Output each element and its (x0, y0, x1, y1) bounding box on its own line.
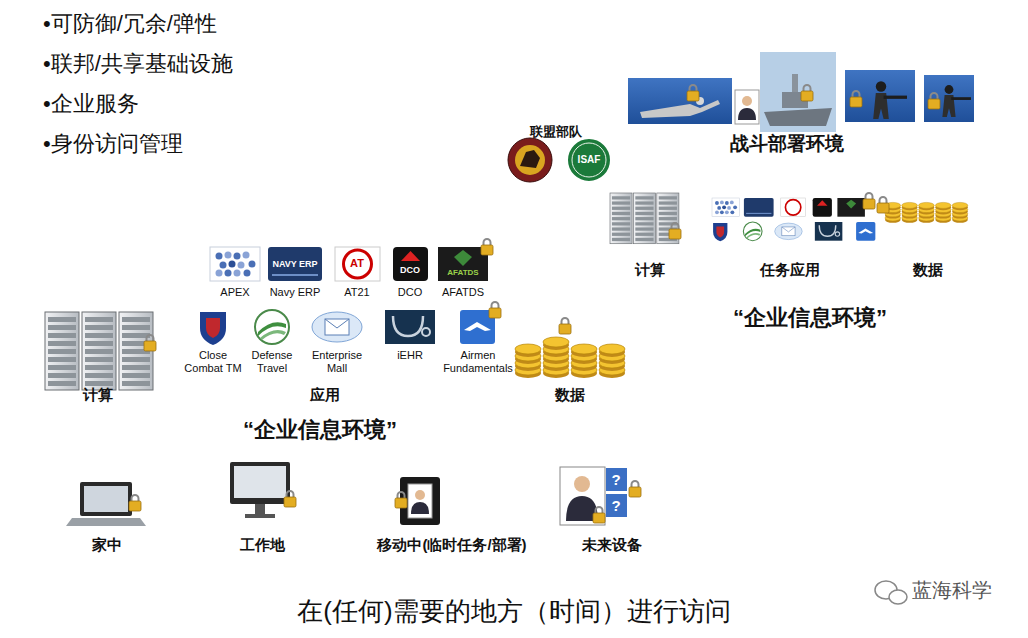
left-apps (200, 239, 501, 345)
app-name: iEHR (397, 349, 423, 362)
device-label: 工作地 (240, 536, 285, 553)
combat-icons (628, 52, 974, 132)
box-shape (25, 0, 305, 168)
app-name: Navy ERP (270, 286, 321, 299)
app-name: DCO (398, 286, 422, 299)
logo-text: DCO (400, 265, 420, 275)
logo-text: AT (350, 257, 364, 270)
device-label: 家中 (92, 536, 122, 553)
left-servers (45, 312, 156, 390)
feature-box: •可防御/冗余/弹性•联邦/共享基础设施•企业服务•身份访问管理 (25, 0, 305, 168)
app-name: Enterprise Mall (305, 349, 369, 374)
label-band: “企业信息环境” (660, 300, 960, 336)
cloud-region: “企业信息环境” 战斗部署环境计算 任务应用 数据 (555, 45, 1028, 340)
question-mark: ? (611, 471, 620, 488)
left-data (515, 318, 625, 378)
region-label: 计算 (83, 387, 113, 404)
bullet-item: •身份访问管理 (43, 124, 183, 164)
bullet-item: •可防御/冗余/弹性 (43, 4, 217, 44)
wechat-icon (875, 581, 907, 604)
app-name: Close Combat TM (182, 349, 244, 374)
logo-text: NAVY ERP (272, 259, 317, 269)
box-shape (140, 410, 500, 450)
right-apps (712, 193, 875, 241)
app-name: Airmen Fundamentals (437, 349, 519, 374)
caption-text: 在(任何)需要的地方（时间）进行访问 (297, 596, 730, 627)
coalition-logos (508, 138, 611, 182)
bullet-item: •企业服务 (43, 84, 139, 124)
device-label: 未来设备 (582, 536, 642, 553)
cloud-outline (555, 45, 1028, 340)
bullet-item: •联邦/共享基础设施 (43, 44, 233, 84)
cloud-region: “企业信息环境”计算应用数据 (15, 180, 715, 480)
app-name: AFATDS (442, 286, 484, 299)
region-label: 数据 (555, 387, 585, 404)
region-label: 任务应用 (760, 262, 820, 279)
app-name: APEX (220, 286, 249, 299)
box-shape (0, 585, 1028, 638)
logo-text: ISAF (578, 154, 601, 166)
access-devices (66, 462, 641, 526)
coalition-label: 联盟部队 (530, 125, 582, 140)
right-data (877, 197, 968, 223)
caption-band: 在(任何)需要的地方（时间）进行访问 (0, 585, 1028, 638)
region-label: 数据 (913, 262, 943, 279)
cloud-shape (559, 34, 1024, 343)
box-shape (660, 300, 960, 336)
band-title: “企业信息环境” (243, 417, 397, 443)
cloud-shape (33, 177, 709, 486)
app-name: Defense Travel (246, 349, 298, 374)
watermark: 蓝海科学 (912, 579, 992, 602)
region-label: 计算 (635, 262, 665, 279)
region-label: 战斗部署环境 (730, 134, 844, 155)
device-label: 移动中(临时任务/部署) (377, 536, 526, 553)
label-band: “企业信息环境” (140, 410, 500, 450)
band-title: “企业信息环境” (733, 305, 887, 331)
region-label: 应用 (310, 387, 340, 404)
app-name: AT21 (344, 286, 369, 299)
logo-text: AFATDS (447, 268, 478, 277)
question-mark: ? (611, 497, 620, 514)
right-servers (610, 193, 681, 244)
